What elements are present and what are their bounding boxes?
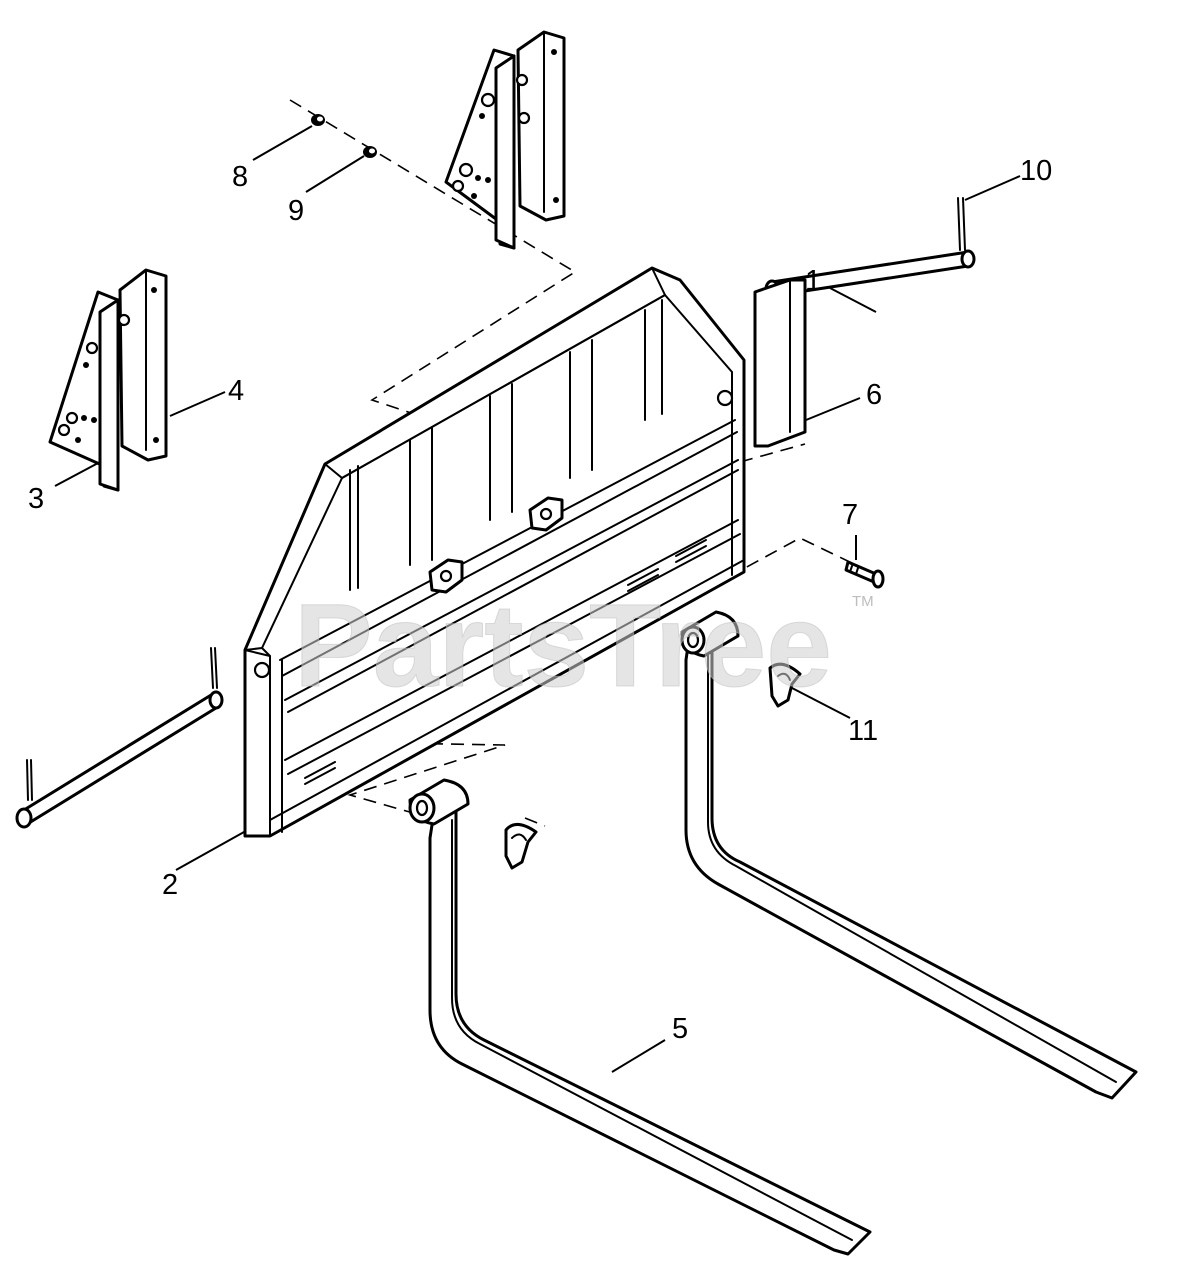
- clip-part-11: [768, 662, 802, 708]
- clip-left: [504, 823, 538, 870]
- callout-2: 2: [162, 869, 178, 901]
- angle-bracket-part-4: [117, 268, 168, 462]
- fork-part-5-right: [680, 610, 1138, 1100]
- frame-part-2: [243, 266, 746, 838]
- callout-7: 7: [842, 499, 858, 531]
- cotter-pin-left: [26, 647, 218, 801]
- callout-11: 11: [848, 715, 878, 747]
- callout-8: 8: [232, 161, 248, 193]
- nut-part-8: [311, 114, 325, 126]
- gusset-plate-part-3: [48, 290, 120, 492]
- cotter-pin-part-10: [957, 197, 966, 251]
- callout-6: 6: [866, 379, 882, 411]
- callout-5: 5: [672, 1013, 688, 1045]
- spacer-block-part-6: [753, 278, 807, 448]
- callout-3: 3: [28, 483, 44, 515]
- callout-10: 10: [1020, 155, 1052, 187]
- bolt-part-7: [844, 560, 885, 589]
- callout-4: 4: [228, 375, 244, 407]
- washer-part-9: [363, 146, 377, 158]
- gusset-plate-top: [444, 48, 516, 250]
- angle-bracket-top: [515, 30, 566, 222]
- callout-1: 1: [805, 265, 821, 297]
- pin-part-1-left: [15, 690, 224, 829]
- fork-part-5-left: [408, 778, 872, 1256]
- callout-9: 9: [288, 195, 304, 227]
- watermark-text: PartsTree: [294, 580, 832, 712]
- callouts: 1 2 3 4 5 6 7 8 9 10 11: [28, 155, 1052, 1045]
- watermark-trademark: TM: [852, 593, 874, 610]
- watermark: PartsTree TM: [294, 580, 874, 713]
- leader-lines: [54, 125, 1021, 1073]
